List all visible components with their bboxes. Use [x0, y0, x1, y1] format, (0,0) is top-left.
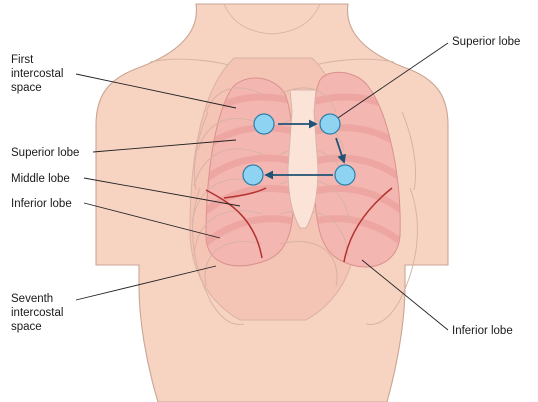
- leader-superior-lobe-left: [92, 139, 237, 153]
- right-oblique-fissure: [205, 189, 263, 259]
- leader-inferior-lobe-right: [361, 259, 449, 331]
- label-middle-lobe: Middle lobe: [11, 173, 70, 185]
- label-seventh-intercostal-space: Seventh intercostal space: [11, 293, 64, 333]
- label-superior-lobe-left: Superior lobe: [11, 147, 80, 159]
- marker-lower-right-lung: [242, 164, 264, 186]
- marker-upper-left-lung: [319, 113, 341, 135]
- arrow-upper-left-to-lower-left: [335, 137, 346, 164]
- leader-superior-lobe-right: [331, 42, 449, 123]
- ribs-outer: [192, 111, 418, 325]
- leader-lines: [75, 42, 449, 331]
- leader-inferior-lobe-left: [83, 202, 221, 239]
- fissures: [205, 187, 393, 263]
- label-inferior-lobe-left: Inferior lobe: [11, 198, 72, 210]
- markers: [242, 113, 356, 186]
- label-superior-lobe-right: Superior lobe: [452, 36, 521, 48]
- label-inferior-lobe-right: Inferior lobe: [452, 325, 513, 337]
- leader-middle-lobe: [83, 177, 241, 207]
- arrows: [264, 119, 346, 180]
- marker-lower-left-lung: [334, 164, 356, 186]
- marker-upper-right-lung: [253, 113, 275, 135]
- neck-line: [223, 3, 321, 35]
- leader-seventh-intercostal: [75, 265, 217, 301]
- right-horizontal-fissure: [223, 187, 267, 199]
- label-first-intercostal-space: First intercostal space: [11, 54, 64, 94]
- leader-first-intercostal: [75, 73, 237, 109]
- sternum: [287, 89, 319, 229]
- left-oblique-fissure: [343, 187, 393, 263]
